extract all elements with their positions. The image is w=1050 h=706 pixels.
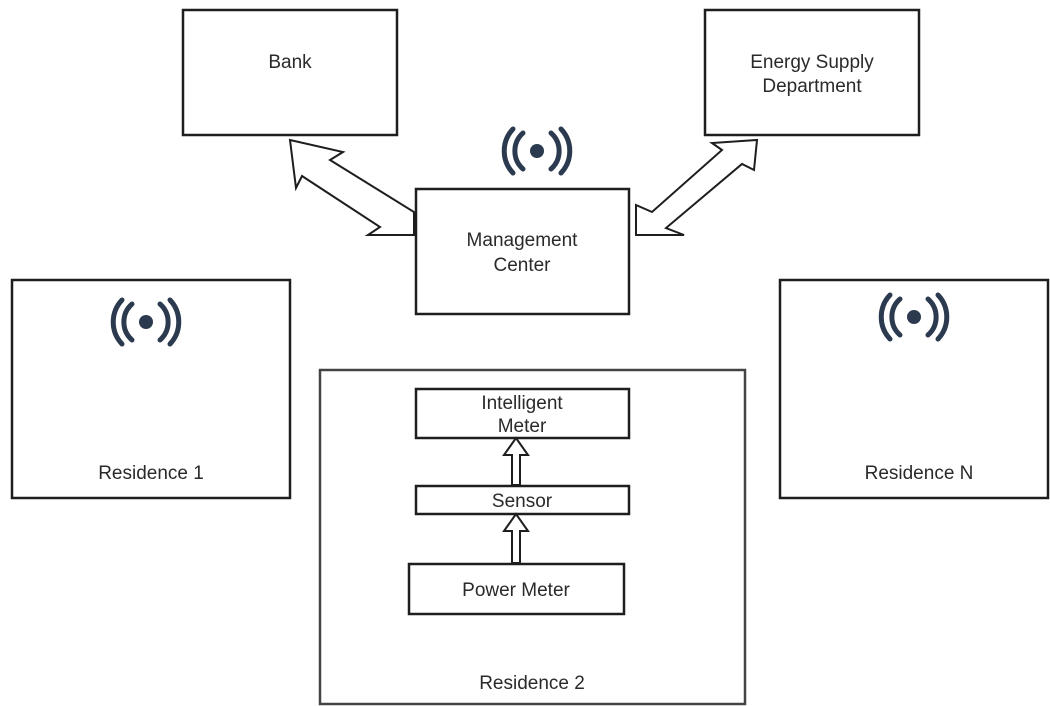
management-label-line1: Management [467, 230, 579, 251]
wireless-signal-icon [501, 126, 573, 176]
energy-supply-node: Energy Supply Department [703, 8, 921, 137]
intelligent-meter-label-line2: Meter [498, 416, 547, 437]
power-meter-label: Power Meter [462, 580, 570, 601]
residence-n-label: Residence N [865, 463, 974, 484]
energy-supply-label-line1: Energy Supply [750, 52, 874, 73]
residence-n-node: Residence N [778, 278, 1050, 500]
sensor-node: Sensor [414, 484, 631, 516]
wireless-signal-icon [110, 297, 182, 347]
sensor-label: Sensor [492, 491, 553, 512]
bank-label: Bank [268, 52, 312, 73]
energy-supply-label-line2: Department [762, 76, 862, 97]
arrow-management-to-energy-supply [635, 138, 759, 236]
bank-node: Bank [181, 8, 399, 137]
residence-1-label: Residence 1 [98, 463, 204, 484]
arrow-power-meter-to-sensor [502, 512, 530, 564]
intelligent-meter-node: Intelligent Meter [414, 387, 631, 440]
residence-1-node: Residence 1 [10, 278, 292, 500]
management-label-line2: Center [493, 255, 551, 276]
arrow-sensor-to-intelligent-meter [502, 436, 530, 486]
residence-2-label: Residence 2 [479, 673, 585, 694]
power-meter-node: Power Meter [407, 562, 626, 616]
management-center-node: Management Center [414, 187, 631, 316]
intelligent-meter-label-line1: Intelligent [481, 393, 563, 414]
wireless-signal-icon [878, 292, 950, 342]
arrow-management-to-bank [288, 138, 415, 236]
